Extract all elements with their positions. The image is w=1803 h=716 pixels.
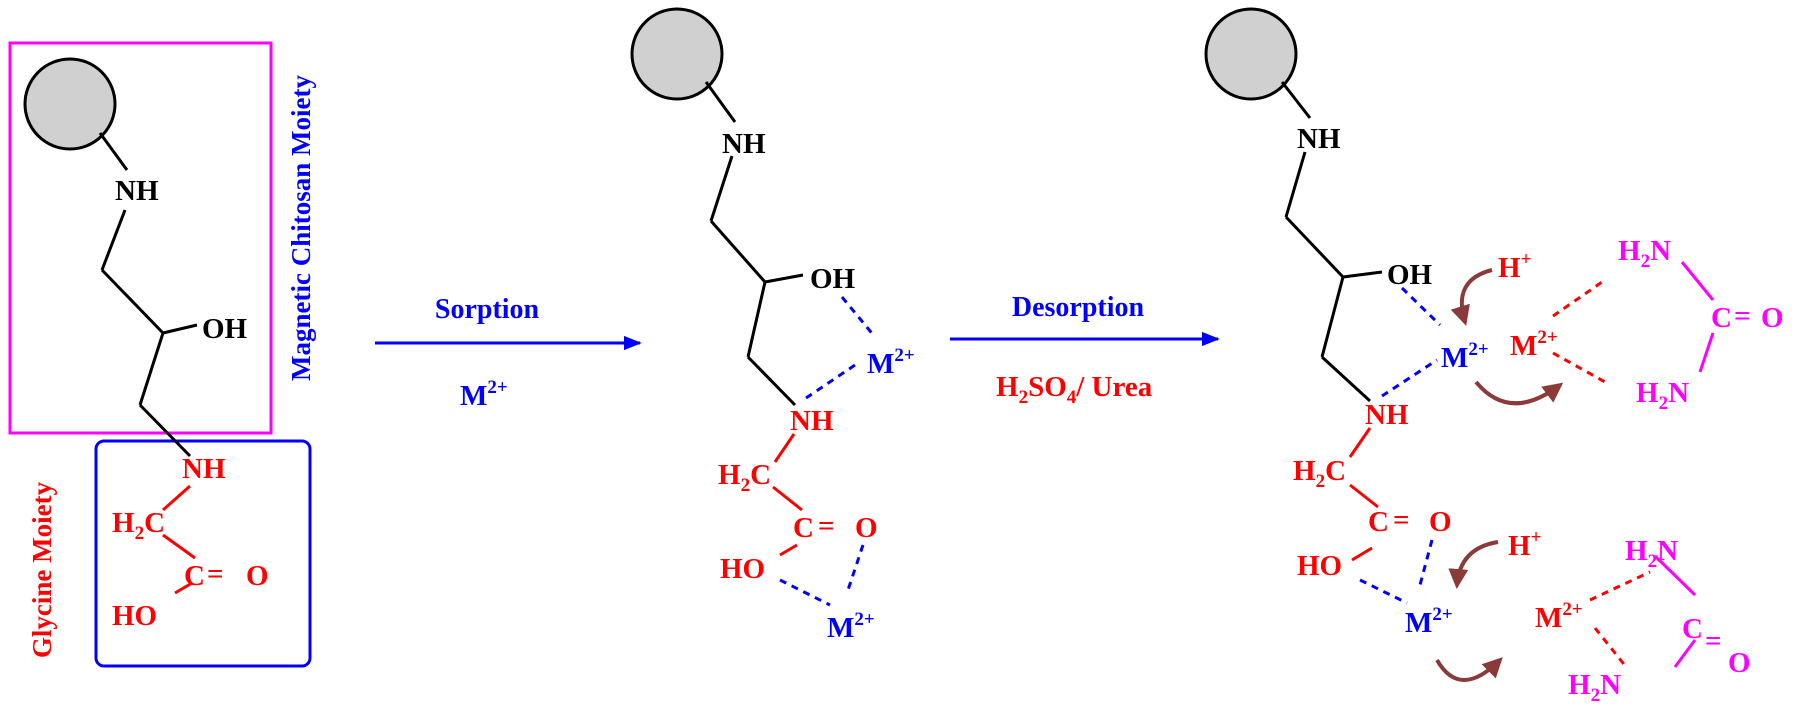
nh-label: NH (115, 175, 159, 207)
ho-label: HO (1297, 550, 1342, 582)
panel-initial-structure: Magnetic Chitosan Moiety Glycine Moiety … (8, 41, 316, 668)
nh-label: NH (1297, 123, 1341, 155)
h2c-label: H2C (112, 507, 165, 544)
magnetic-bead (630, 7, 724, 101)
carbonyl-c-label: C (1368, 506, 1389, 538)
coordination-bonds (1359, 286, 1442, 605)
panel-after-desorption: NH OH H+ M2+ NH H2C C = O HO H+ M2+ H2N … (1204, 7, 1784, 706)
glycine-moiety-label: Glycine Moiety (27, 481, 57, 658)
carbonyl-o-label: O (855, 512, 878, 544)
proton-label: H+ (1498, 249, 1531, 284)
desorption-reagent-label: H2SO4/ Urea (996, 371, 1153, 408)
glycine-nh-label: NH (790, 405, 834, 437)
urea-c-label: C (1682, 613, 1703, 645)
bonds-black (704, 81, 804, 407)
coordination-bonds (779, 296, 877, 607)
magnetic-chitosan-box (8, 41, 273, 435)
urea-h2n-label: H2N (1625, 535, 1678, 572)
proton-transfer-arrows (1435, 268, 1564, 682)
bonds-black (1280, 81, 1383, 403)
bonds-red (162, 484, 196, 595)
urea-h2n-label: H2N (1618, 235, 1671, 272)
proton-label: H+ (1508, 527, 1541, 562)
bonds-black (98, 132, 198, 458)
urea-o-label: O (1761, 302, 1784, 334)
metal-ion-label: M2+ (827, 609, 875, 644)
metal-ion-label: M2+ (1405, 604, 1453, 639)
urea-c-label: C (1711, 302, 1732, 334)
urea-eq-label: = (1734, 300, 1751, 332)
desorption-label: Desorption (1012, 292, 1145, 323)
panel-after-sorption: NH OH M2+ NH H2C C = O HO M2+ (630, 7, 915, 644)
carbonyl-eq-label: = (1393, 504, 1410, 536)
urea-o-label: O (1728, 647, 1751, 679)
urea-coordination-bonds (1552, 278, 1651, 669)
glycine-box (94, 439, 312, 668)
desorption-arrow-group: Desorption H2SO4/ Urea (950, 292, 1220, 408)
ho-label: HO (112, 600, 157, 632)
urea-bonds (1653, 261, 1715, 668)
h2c-label: H2C (718, 459, 771, 496)
urea-metal-ion-label: M2+ (1535, 599, 1583, 634)
metal-ion-label: M2+ (1441, 339, 1489, 374)
sorption-label: Sorption (435, 294, 540, 325)
metal-ion-label: M2+ (867, 345, 915, 380)
oh-label: OH (202, 313, 248, 345)
magnetic-bead (1204, 7, 1298, 101)
bonds-red (772, 433, 803, 557)
sorption-arrow-group: Sorption M2+ (375, 294, 642, 412)
carbonyl-eq-label: = (207, 558, 224, 590)
carbonyl-c-label: C (793, 512, 814, 544)
h2c-label: H2C (1293, 455, 1346, 492)
magnetic-chitosan-moiety-label: Magnetic Chitosan Moiety (286, 75, 316, 381)
nh-label: NH (722, 128, 766, 160)
oh-label: OH (810, 263, 856, 295)
urea-h2n-label: H2N (1636, 377, 1689, 414)
oh-label: OH (1387, 259, 1433, 291)
urea-eq-label: = (1705, 625, 1722, 657)
glycine-nh-label: NH (1365, 399, 1409, 431)
glycine-nh-label: NH (182, 453, 226, 485)
urea-h2n-label: H2N (1568, 669, 1621, 706)
carbonyl-eq-label: = (818, 510, 835, 542)
bonds-red (1348, 427, 1379, 562)
urea-metal-ion-label: M2+ (1510, 327, 1558, 362)
sorption-metal-label: M2+ (460, 377, 508, 412)
carbonyl-o-label: O (1429, 506, 1452, 538)
ho-label: HO (720, 553, 765, 585)
magnetic-bead (23, 57, 117, 151)
carbonyl-o-label: O (246, 560, 269, 592)
carbonyl-c-label: C (184, 560, 205, 592)
